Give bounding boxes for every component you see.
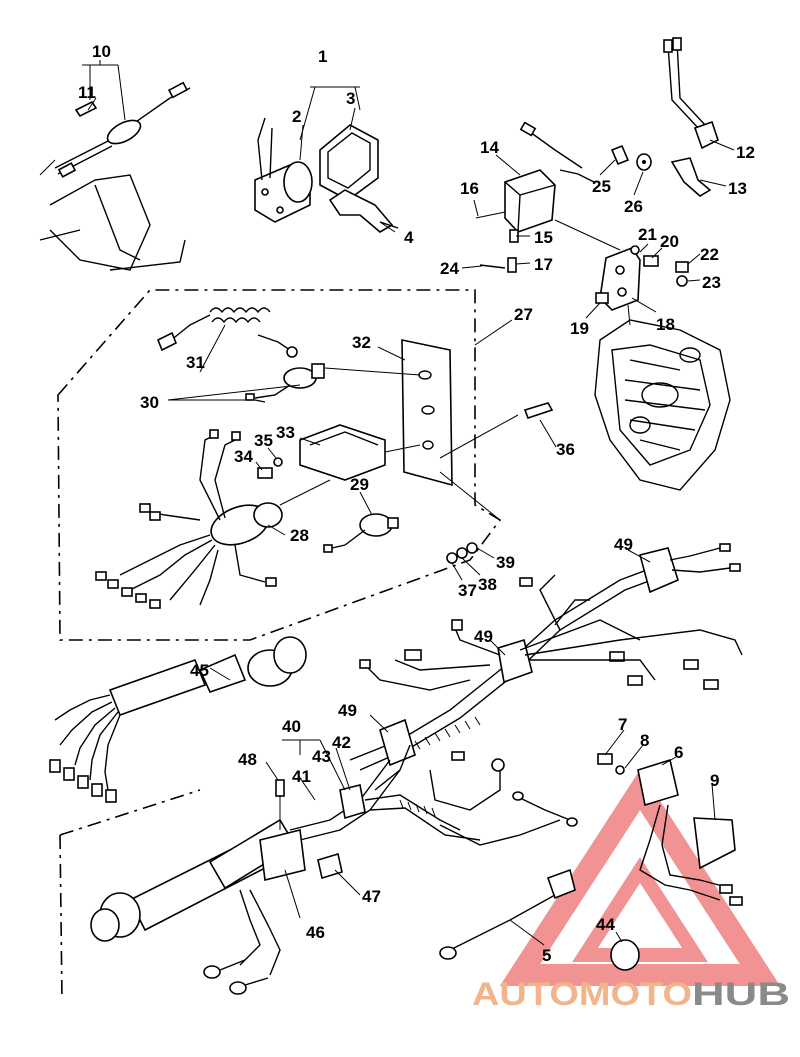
- switch-bracket-group: [475, 121, 621, 273]
- callout-18: 18: [656, 315, 675, 334]
- watermark-triangle-icon: [499, 769, 781, 986]
- callout-48: 48: [238, 750, 257, 769]
- callout-41: 41: [292, 767, 311, 786]
- starter-solenoid-group: [254, 117, 399, 233]
- callout-45: 45: [190, 661, 209, 680]
- callout-27: 27: [514, 305, 533, 324]
- callout-5: 5: [542, 946, 551, 965]
- callout-8: 8: [640, 731, 649, 750]
- callout-49-middle: 49: [474, 627, 493, 646]
- inline-fuse-group: [39, 81, 191, 271]
- mounting-plate-group: [324, 339, 501, 521]
- callout-11: 11: [78, 83, 96, 102]
- leader-lines: [82, 60, 735, 946]
- callout-39: 39: [496, 553, 515, 572]
- callout-4: 4: [404, 228, 414, 247]
- callout-6: 6: [674, 743, 683, 762]
- callout-15: 15: [534, 228, 553, 247]
- callout-16: 16: [460, 179, 479, 198]
- callout-17: 17: [534, 255, 553, 274]
- callout-28: 28: [290, 526, 309, 545]
- callout-23: 23: [702, 273, 721, 292]
- callout-26: 26: [624, 197, 643, 216]
- watermark-automoto: AUTOMOTO: [472, 976, 692, 1012]
- switch-bracket-33: [257, 402, 554, 481]
- callout-labels: 1 2 3 4 5 6 7 8 9 10 11 12 13 14 15 16 1…: [78, 42, 755, 965]
- watermark-text: AUTOMOTO HUB: [472, 976, 790, 1012]
- ignition-switch-group: [95, 429, 331, 609]
- callout-34: 34: [234, 447, 253, 466]
- callout-38: 38: [478, 575, 497, 594]
- rectifier-group: [439, 753, 743, 971]
- callout-3: 3: [346, 89, 355, 108]
- callout-29: 29: [350, 475, 369, 494]
- lower-harness-group: [289, 744, 578, 846]
- callout-7: 7: [618, 715, 627, 734]
- callout-47: 47: [362, 887, 381, 906]
- callout-20: 20: [660, 232, 679, 251]
- callout-43: 43: [312, 747, 331, 766]
- callout-1: 1: [318, 47, 327, 66]
- watermark-hub: HUB: [692, 976, 790, 1012]
- callout-40: 40: [282, 717, 301, 736]
- callout-49-top: 49: [614, 535, 633, 554]
- callout-19: 19: [570, 319, 589, 338]
- callout-35: 35: [254, 431, 273, 450]
- lanyard-stop-switch-group: [156, 307, 325, 403]
- callout-46: 46: [306, 923, 325, 942]
- choke-switch-group: [323, 513, 399, 553]
- callout-21: 21: [638, 225, 657, 244]
- callout-49-lower: 49: [338, 701, 357, 720]
- callout-37: 37: [458, 581, 477, 600]
- callout-44: 44: [596, 915, 615, 934]
- engine-bracket-group: [594, 245, 731, 491]
- callout-12: 12: [736, 143, 755, 162]
- callout-33: 33: [276, 423, 295, 442]
- callout-32: 32: [352, 333, 371, 352]
- top-right-switch-group: [610, 37, 719, 197]
- main-cable-group: [49, 636, 343, 1001]
- callout-10: 10: [92, 42, 111, 61]
- callout-2: 2: [292, 107, 301, 126]
- hardware-nuts-washers: [446, 542, 478, 564]
- callout-22: 22: [700, 245, 719, 264]
- main-wiring-harness: [349, 543, 743, 771]
- callout-13: 13: [728, 179, 747, 198]
- callout-24: 24: [440, 259, 459, 278]
- callout-42: 42: [332, 733, 351, 752]
- callout-31: 31: [186, 353, 205, 372]
- callout-9: 9: [710, 771, 719, 790]
- callout-25: 25: [592, 177, 611, 196]
- callout-36: 36: [556, 440, 575, 459]
- callout-30: 30: [140, 393, 159, 412]
- callout-14: 14: [480, 138, 499, 157]
